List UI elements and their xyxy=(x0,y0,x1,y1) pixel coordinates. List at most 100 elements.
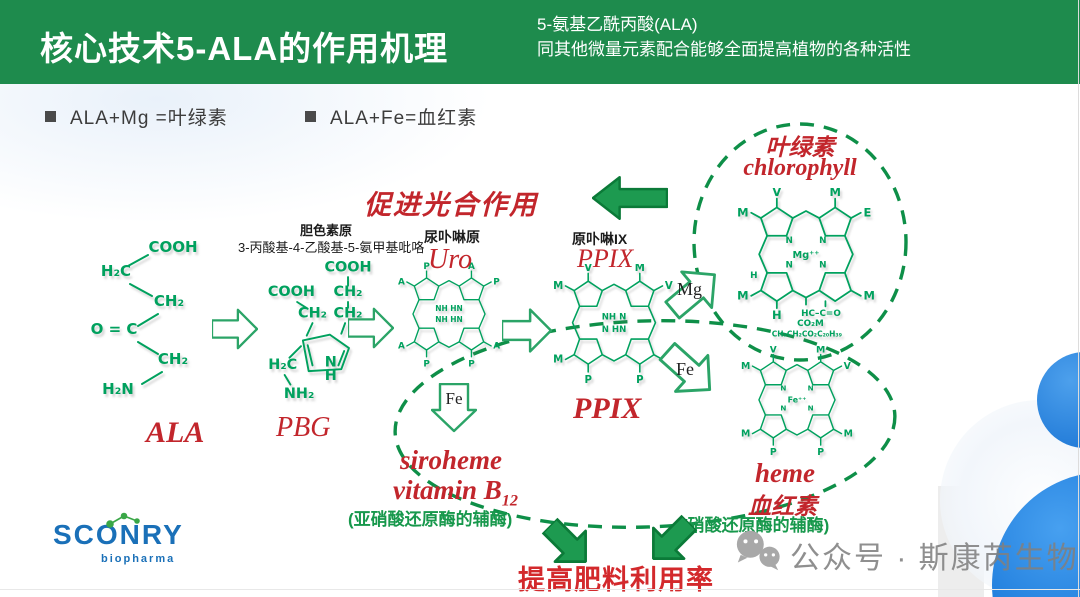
photosynthesis-arrow xyxy=(592,176,668,220)
vitamin-b12-main: vitamin B xyxy=(393,475,502,505)
chlorophyll-dashed-circle xyxy=(692,122,908,362)
dashed-group-ellipses xyxy=(393,122,908,530)
fe-arrow: Fe xyxy=(658,342,720,400)
fe-arrow-label: Fe xyxy=(676,359,694,379)
siroheme-label: siroheme xyxy=(400,445,503,475)
atom-label: COOH xyxy=(324,259,371,275)
ppix-cn-title: 原卟啉IX xyxy=(572,231,628,247)
substituent: P xyxy=(817,447,824,458)
ala-structure: COOH H₂C CH₂ O = C CH₂ H₂N xyxy=(91,238,198,398)
bullet-text: ALA+Fe=血红素 xyxy=(330,108,478,129)
ring-center: NH HN xyxy=(435,315,463,324)
pbg-cn-title: 胆色素原 xyxy=(300,223,353,238)
substituent: M xyxy=(829,188,840,199)
substituent: M xyxy=(741,361,750,372)
mg-center: Mg⁺⁺ xyxy=(793,250,820,261)
heme-ring xyxy=(751,353,843,446)
substituent: M xyxy=(553,355,563,366)
arrow-uro-to-ppix xyxy=(502,308,552,353)
chlorophyll-cn-label: 叶绿素 xyxy=(765,134,835,160)
substituent: A xyxy=(493,342,500,352)
header-subtitle: 5-氨基乙酰丙酸(ALA) 同其他微量元素配合能够全面提高植物的各种活性 xyxy=(537,12,911,62)
substituent: P xyxy=(493,278,500,288)
mg-arrow-shape xyxy=(664,270,716,320)
uro-cn-title: 尿卟啉原 xyxy=(424,229,480,245)
nitrogen: N xyxy=(808,384,814,393)
ala-label: ALA xyxy=(146,416,205,449)
mg-arrow-label: Mg xyxy=(677,279,703,299)
phytol-tail: CH₂CH₂CO₂C₂₀H₃₉ xyxy=(772,329,842,338)
fe-down-arrow: Fe xyxy=(431,383,477,433)
watermark-text: 公众号 · 斯康芮生物 xyxy=(790,542,1079,575)
atom-label: H₂N xyxy=(102,380,134,398)
uro-ring xyxy=(406,270,492,358)
ppix-label: PPIX xyxy=(577,244,634,273)
uro-structure: P A A P A A P P NH HN NH HN xyxy=(398,262,500,369)
atom-label: H₂C xyxy=(101,262,131,280)
substituent: M xyxy=(816,346,825,355)
atom-label: CH₂ xyxy=(334,284,363,300)
nitrogen: N xyxy=(780,404,786,413)
nitrogen: N xyxy=(786,236,793,246)
heme-dashed-ellipse xyxy=(393,318,897,530)
substituent: H xyxy=(772,308,782,322)
pbg-label: PBG xyxy=(276,412,331,443)
wechat-icon xyxy=(736,530,780,571)
substituent: V xyxy=(584,264,592,274)
fe-box-label: Fe xyxy=(446,389,463,408)
ring-center: N HN xyxy=(602,325,627,335)
heme-structure: V M M V M M P P N N N N Fe⁺⁺ xyxy=(741,346,853,458)
fertilizer-label: 提高肥料利用率 xyxy=(518,565,714,595)
substituent: V xyxy=(844,361,852,372)
pbg-bonds xyxy=(283,276,350,386)
substituent: M xyxy=(863,288,874,302)
subtitle-line1: 5-氨基乙酰丙酸(ALA) xyxy=(537,15,698,34)
ring-center: NH HN xyxy=(435,304,463,313)
ala-bonds xyxy=(127,254,163,385)
ppix-big-label: PPIX xyxy=(573,392,642,425)
subtitle-line2: 同其他微量元素配合能够全面提高植物的各种活性 xyxy=(537,40,911,59)
fe-center: Fe⁺⁺ xyxy=(788,396,807,405)
atom-label: O = C xyxy=(91,320,138,338)
atom-label: COOH xyxy=(268,284,315,300)
chlorophyll-en-label: chlorophyll xyxy=(743,155,857,181)
ring-center: NH N xyxy=(602,313,627,323)
chlorophyll-structure: V M M E M M H H N N N N Mg⁺⁺ HC–C=O CO₂M… xyxy=(737,188,875,338)
substituent: P xyxy=(423,359,430,369)
logo-text: SCONRY xyxy=(53,519,184,550)
substituent: P xyxy=(423,262,430,272)
substituent: A xyxy=(468,262,475,272)
heme-cn-label: 血红素 xyxy=(748,493,817,519)
atom-label: H xyxy=(325,368,337,384)
nitrogen: N xyxy=(780,384,786,393)
atom-label: CH₂ xyxy=(298,305,327,321)
atom-label: COOH xyxy=(148,238,197,256)
nitrogen: N xyxy=(808,404,814,413)
mg-arrow: Mg xyxy=(663,264,725,320)
side-chain: CO₂M xyxy=(797,319,824,329)
atom-label: NH₂ xyxy=(284,386,314,402)
substituent: M xyxy=(635,264,645,274)
bullet-item-chlorophyll: ALA+Mg =叶绿素 xyxy=(45,103,228,130)
substituent: V xyxy=(770,346,778,355)
chlorophyll-ring xyxy=(750,197,862,310)
substituent: V xyxy=(665,281,673,292)
logo-subtext: biopharma xyxy=(101,553,176,565)
fe-arrow-shape xyxy=(658,342,712,393)
ppix-ring xyxy=(564,272,664,373)
substituent: P xyxy=(636,375,644,386)
header-bar: 核心技术5-ALA的作用机理 5-氨基乙酰丙酸(ALA) 同其他微量元素配合能够… xyxy=(0,0,1080,84)
uro-label: Uro xyxy=(428,244,473,275)
heme-note: (硝酸还原酶的辅酶) xyxy=(682,516,830,535)
substituent: M xyxy=(553,281,563,292)
atom-label: CH₂ xyxy=(154,292,184,310)
substituent: V xyxy=(772,188,781,199)
molecule-icon xyxy=(106,512,140,528)
atom-label: CH₂ xyxy=(334,305,363,321)
substituent: M xyxy=(737,288,748,302)
background-blob xyxy=(0,84,520,234)
nitrogen: N xyxy=(786,261,793,271)
nitrogen: N xyxy=(819,236,826,246)
fertilizer-arrow-left xyxy=(541,517,587,563)
